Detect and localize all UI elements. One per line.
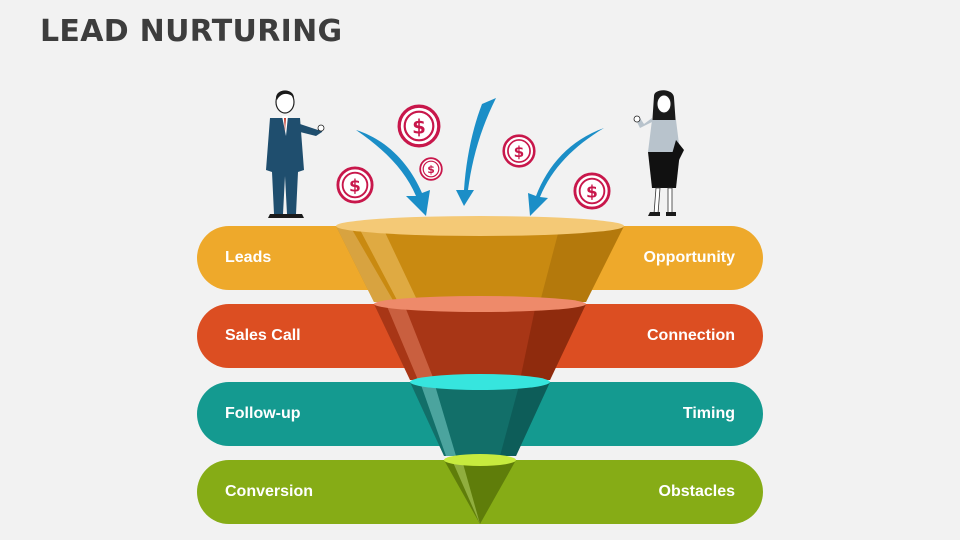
dollar-coin-icon: [573, 172, 611, 210]
businesswoman-figure: [633, 90, 684, 216]
row-label-left: Leads: [225, 249, 272, 266]
businessman-figure: [266, 90, 325, 218]
arrow-icon: [356, 98, 604, 216]
dollar-coin-icon: [397, 104, 441, 148]
row-label-right: Connection: [647, 327, 735, 344]
row-label-right: Obstacles: [658, 483, 735, 500]
row-label-left: Sales Call: [225, 327, 301, 344]
row-label-left: Follow-up: [225, 405, 301, 422]
row-label-left: Conversion: [225, 483, 314, 500]
page-title: LEAD NURTURING: [40, 14, 343, 49]
dollar-coin-icon: [419, 157, 443, 181]
dollar-coin-icon: [502, 134, 536, 168]
row-label-right: Timing: [682, 405, 735, 422]
row-label-right: Opportunity: [643, 249, 735, 266]
dollar-coin-icon: [336, 166, 374, 204]
